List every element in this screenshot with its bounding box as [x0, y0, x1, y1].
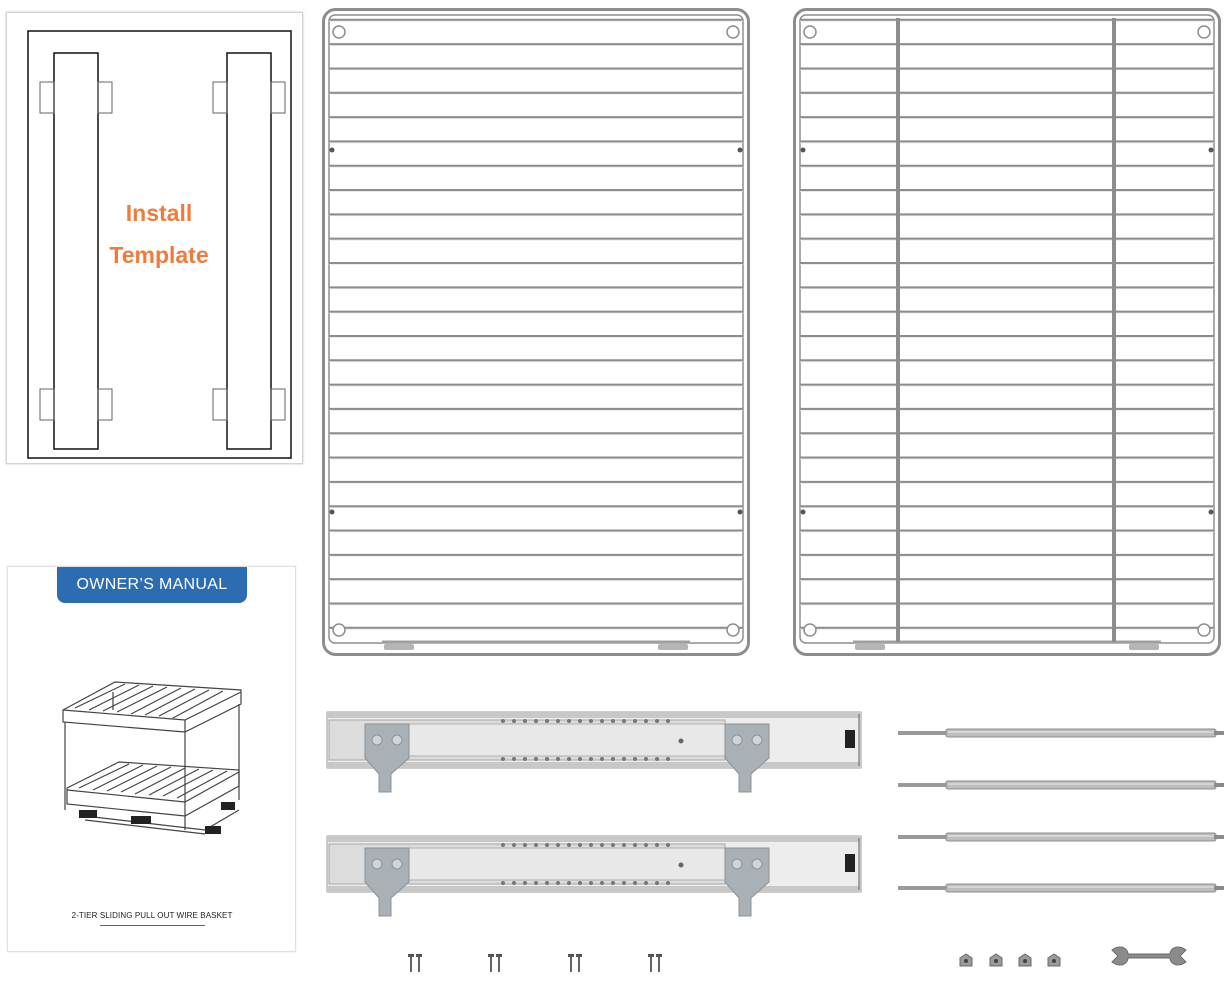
wire-shelf-panel-reinforced	[793, 8, 1221, 656]
install-template-drawing	[27, 30, 292, 459]
basket-illustration	[62, 681, 242, 835]
template-line-2: Template	[109, 242, 209, 268]
owners-manual-caption: 2-TIER SLIDING PULL OUT WIRE BASKET	[71, 911, 233, 920]
caption-underline	[100, 925, 205, 926]
drawer-slide-rail	[326, 711, 862, 793]
wrench-icon	[1111, 946, 1187, 966]
template-line-1: Install	[125, 200, 193, 226]
owners-manual-card	[7, 566, 296, 952]
install-template-card	[6, 12, 303, 464]
wire-shelf-panel	[322, 8, 750, 656]
connecting-rods	[898, 728, 1224, 893]
owners-manual-banner: OWNER’S MANUAL	[57, 567, 247, 603]
screw-icon	[408, 954, 662, 972]
install-template-label: Install Template	[100, 192, 218, 276]
drawer-slide-rail	[326, 835, 862, 917]
nut-icon	[959, 953, 1061, 967]
